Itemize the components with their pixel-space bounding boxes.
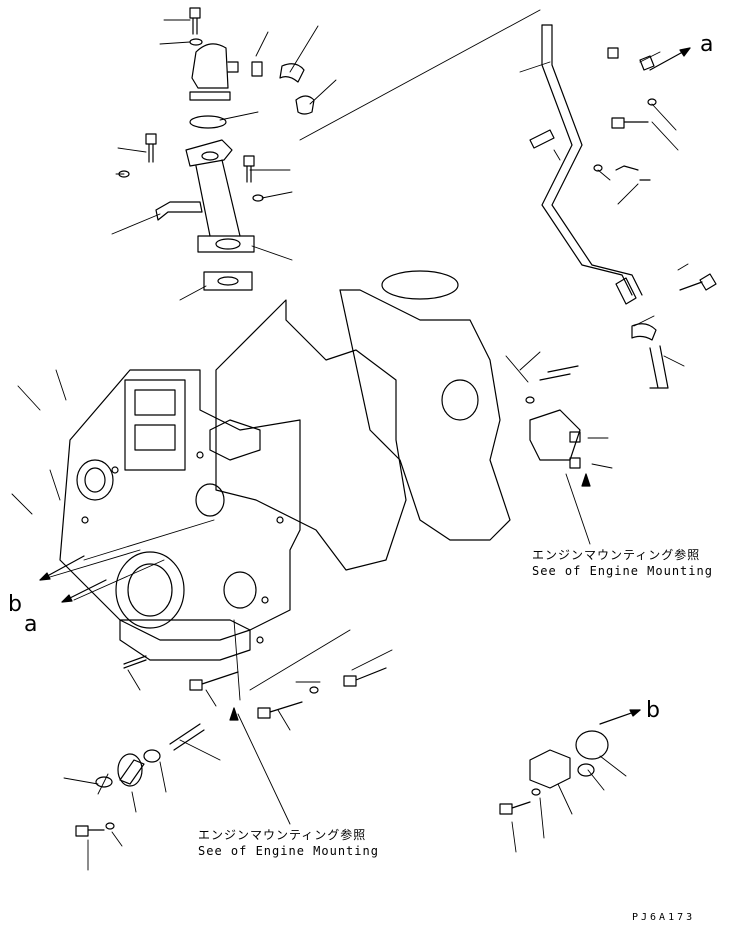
arrow-a-top: [679, 47, 691, 57]
reference-arrows: [39, 47, 691, 725]
leader-lines: [11, 9, 689, 871]
engine-mounting-note-en-bottom: See of Engine Mounting: [198, 844, 379, 858]
ref-letter-a-top: a: [700, 32, 714, 57]
drawing-code: PJ6A173: [632, 912, 696, 923]
arrow-a-left: [61, 594, 73, 603]
front-cover-housing: [59, 369, 301, 661]
thermostat-cover-assembly: [118, 7, 315, 291]
water-tube-assembly: [529, 24, 717, 389]
bottom-right-parts: [499, 730, 609, 815]
ref-letter-b-right: b: [646, 698, 660, 723]
engine-mounting-note-jp-bottom: エンジンマウンティング参照: [198, 828, 367, 842]
gasket-and-plate: [215, 270, 581, 571]
arrow-b-left: [39, 572, 51, 581]
arrow-b-right: [629, 709, 641, 717]
bottom-left-parts: [75, 655, 387, 837]
ref-letter-b-left: b: [8, 592, 22, 617]
engine-mounting-note-jp-right: エンジンマウンティング参照: [532, 548, 701, 562]
arrow-engine-mount-right: [581, 473, 591, 487]
ref-letter-a-left: a: [24, 612, 38, 637]
engine-mounting-note-en-right: See of Engine Mounting: [532, 564, 713, 578]
arrow-engine-mount-bottom: [229, 707, 239, 721]
